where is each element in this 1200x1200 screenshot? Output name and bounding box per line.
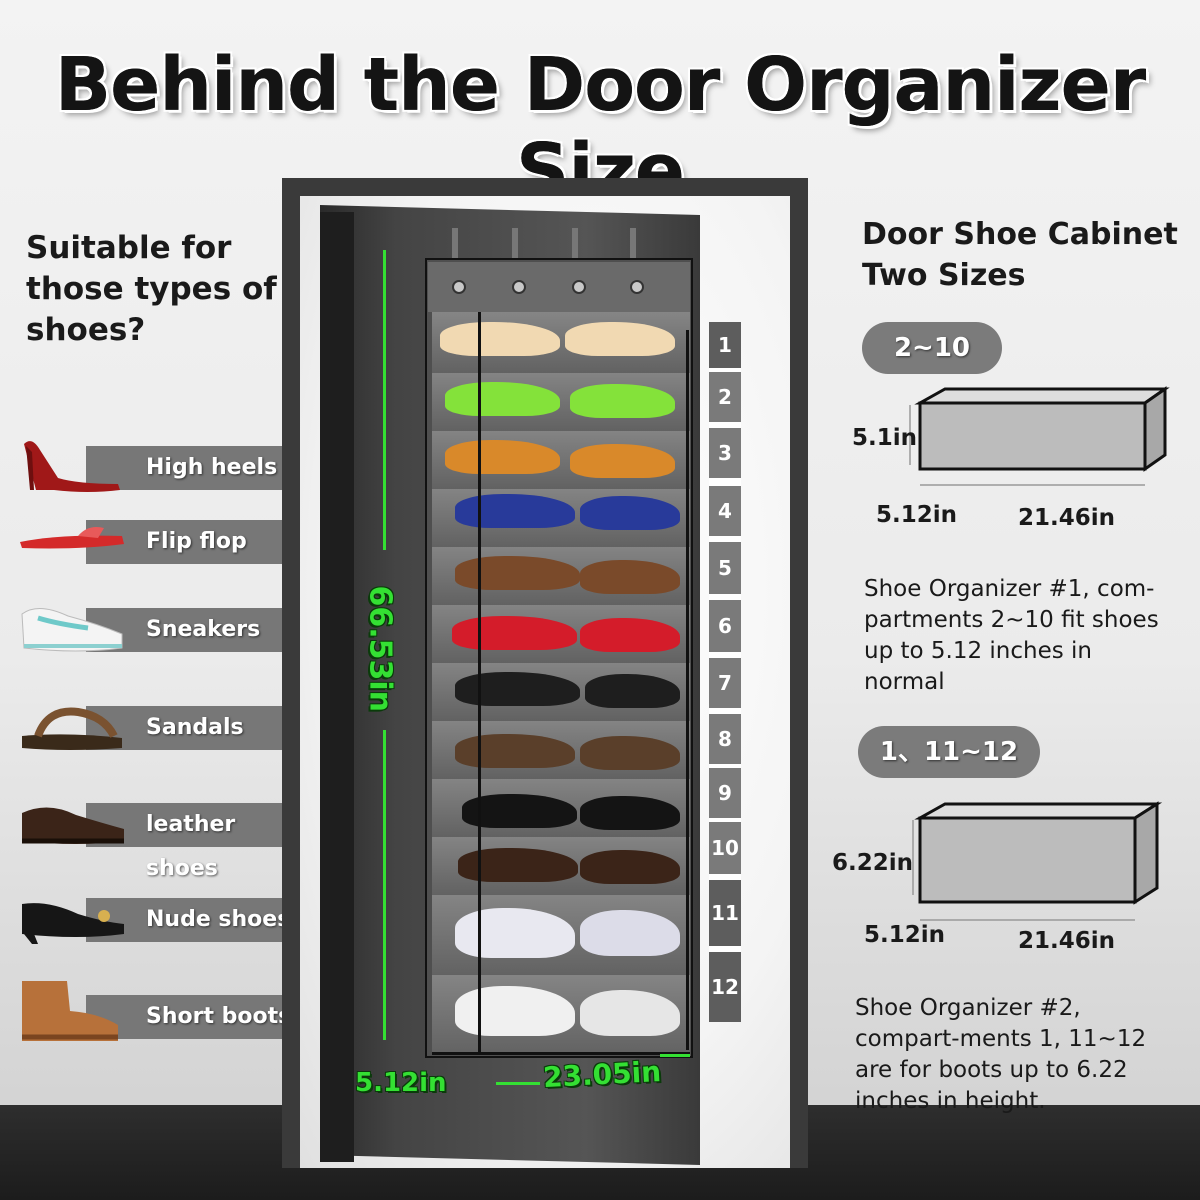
- compartment-number: 3: [709, 428, 741, 478]
- shoe-pair: [580, 618, 680, 652]
- compartment-number: 11: [709, 880, 741, 946]
- shoe-pair: [580, 796, 680, 830]
- shoe-type-high-heels: High heels: [18, 441, 301, 492]
- compartment-number: 8: [709, 714, 741, 764]
- compartment-number: 9: [709, 768, 741, 818]
- shoe-pair: [580, 560, 680, 594]
- shoe-pair: [440, 322, 560, 356]
- shoe-pair: [462, 794, 577, 828]
- shoe-pair: [580, 736, 680, 770]
- leather-shoe-icon: [22, 807, 124, 844]
- shoe-type-leather-shoes: leather shoes: [18, 803, 301, 881]
- compartment-number: 7: [709, 658, 741, 708]
- depth-dimension-label: 5.12in: [355, 1068, 447, 1098]
- cabinet-sizes-heading: Door Shoe Cabinet Two Sizes: [862, 217, 1178, 293]
- size2-pill: 1、11~12: [858, 726, 1040, 778]
- size1-length: 21.46in: [1018, 505, 1116, 531]
- shoe-pair: [580, 850, 680, 884]
- shoe-type-sandals: Sandals: [18, 706, 301, 752]
- shoe-pair: [455, 908, 575, 958]
- shoe-pair: [570, 444, 675, 478]
- organizer-box-1-icon: [909, 386, 1170, 486]
- organizer-box-2-icon: [912, 801, 1163, 921]
- width-dimension-label: 23.05in: [542, 1054, 662, 1095]
- shoe-pair: [455, 734, 575, 768]
- shoe-pair: [580, 990, 680, 1036]
- width-dimension-line: [496, 1082, 540, 1085]
- door-hook: [452, 228, 458, 262]
- shoe-pair: [452, 616, 577, 650]
- shoe-type-label: High heels: [86, 446, 301, 490]
- high-heel-icon: [24, 441, 120, 492]
- grommet: [630, 280, 644, 294]
- page-title: Behind the Door Organizer Size: [54, 42, 1147, 214]
- size2-description: Shoe Organizer #2, compart-ments 1, 11~1…: [855, 995, 1147, 1114]
- door-hook: [630, 228, 636, 262]
- shoe-pair: [570, 384, 675, 418]
- nude-shoe-icon: [22, 903, 124, 944]
- height-dimension-line: [383, 250, 386, 550]
- size2-height: 6.22in: [832, 850, 914, 876]
- shoe-pair: [455, 672, 580, 706]
- shoe-pair: [445, 382, 560, 416]
- shoe-pair: [458, 848, 578, 882]
- organizer-zipper: [686, 330, 689, 1050]
- shoe-pair: [580, 910, 680, 956]
- compartment-number: 6: [709, 600, 741, 652]
- flip-flop-icon: [20, 527, 124, 549]
- sneaker-icon: [21, 608, 123, 652]
- shoe-pair: [455, 556, 580, 590]
- shoe-pair: [455, 494, 575, 528]
- shoe-types-heading: Suitable for those types of shoes?: [26, 230, 277, 348]
- sandal-icon: [22, 707, 122, 750]
- grommet: [512, 280, 526, 294]
- size1-height: 5.1in: [852, 425, 918, 451]
- shoe-pair: [455, 986, 575, 1036]
- size1-pill: 2~10: [862, 322, 1002, 374]
- shoe-pair: [580, 496, 680, 530]
- compartment-number: 4: [709, 486, 741, 536]
- size1-depth: 5.12in: [876, 502, 958, 528]
- compartment-number: 12: [709, 952, 741, 1022]
- compartment-number: 5: [709, 542, 741, 594]
- shoe-type-sneakers: Sneakers: [18, 608, 301, 654]
- shoe-type-short-boots: Short boots: [18, 981, 301, 1041]
- door-hook: [572, 228, 578, 262]
- door-hook: [512, 228, 518, 262]
- compartment-number: 10: [709, 822, 741, 874]
- shoe-type-label: Nude shoes: [86, 898, 301, 942]
- shoe-pair: [445, 440, 560, 474]
- compartment-number: 1: [709, 322, 741, 368]
- organizer-zipper: [478, 312, 481, 1052]
- size2-depth: 5.12in: [864, 922, 946, 948]
- shoe-type-flip-flop: Flip flop: [18, 520, 301, 566]
- shoe-type-label: Sandals: [86, 706, 301, 750]
- short-boot-icon: [22, 981, 118, 1041]
- grommet: [572, 280, 586, 294]
- shoe-type-nude-shoes: Nude shoes: [18, 898, 301, 944]
- shoe-type-label: leather shoes: [86, 803, 301, 881]
- grommet: [452, 280, 466, 294]
- height-dimension-label: 66.53in: [362, 585, 398, 713]
- shoe-pair: [565, 322, 675, 356]
- door-edge: [320, 212, 354, 1162]
- shoe-type-label: Short boots: [86, 995, 301, 1039]
- organizer-top-panel: [428, 262, 690, 312]
- height-dimension-line: [383, 730, 386, 1040]
- compartment-number: 2: [709, 372, 741, 422]
- size1-description: Shoe Organizer #1, com-partments 2~10 fi…: [864, 576, 1159, 695]
- width-dimension-line: [660, 1054, 690, 1057]
- shoe-pair: [585, 674, 680, 708]
- size2-length: 21.46in: [1018, 928, 1116, 954]
